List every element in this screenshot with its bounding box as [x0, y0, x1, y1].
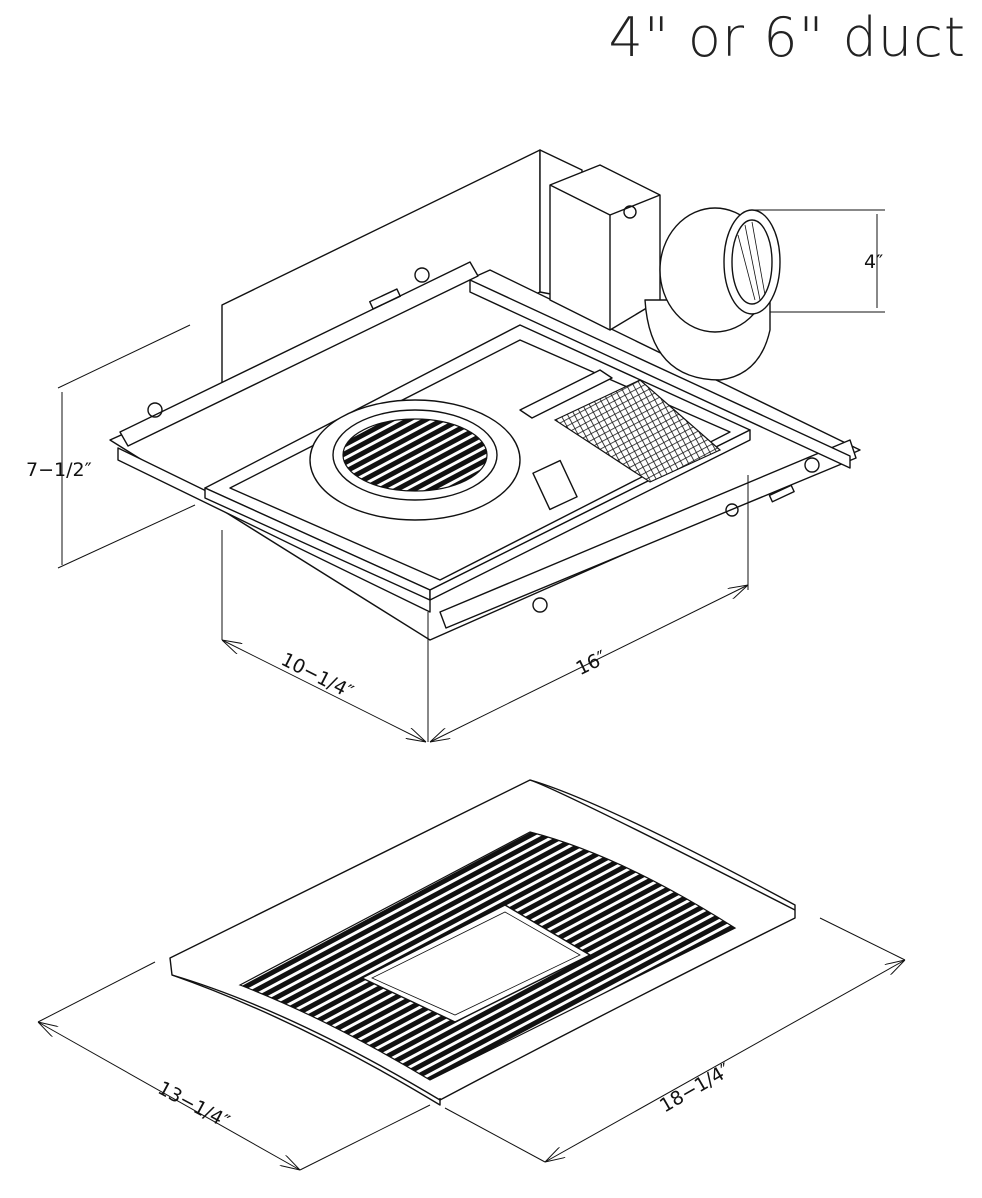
grille-width-dimension-label: 18−1/4″ — [656, 1059, 734, 1117]
grille-width-dimension — [444, 917, 905, 1162]
height-dimension — [57, 324, 196, 569]
width-dimension — [430, 475, 748, 742]
width-dimension-label: 16″ — [573, 647, 611, 680]
height-dimension-label: 7−1/2″ — [26, 459, 92, 481]
grille-depth-dimension-label: 13−1/4″ — [154, 1077, 233, 1133]
heater-element — [553, 379, 722, 483]
duct-collar — [644, 207, 781, 381]
light-lens — [361, 904, 591, 1023]
page-title: 4" or 6" duct — [608, 6, 966, 69]
depth-dimension-label: 10−1/4″ — [278, 648, 357, 703]
grille-depth-dimension — [38, 961, 431, 1170]
duct-dimension — [752, 209, 885, 313]
junction-box — [549, 164, 661, 331]
depth-dimension — [222, 530, 429, 742]
grille — [169, 779, 796, 1106]
mounting-bracket-left — [119, 261, 479, 447]
duct-dimension-label: 4″ — [864, 251, 883, 273]
blower-wheel — [342, 418, 488, 492]
